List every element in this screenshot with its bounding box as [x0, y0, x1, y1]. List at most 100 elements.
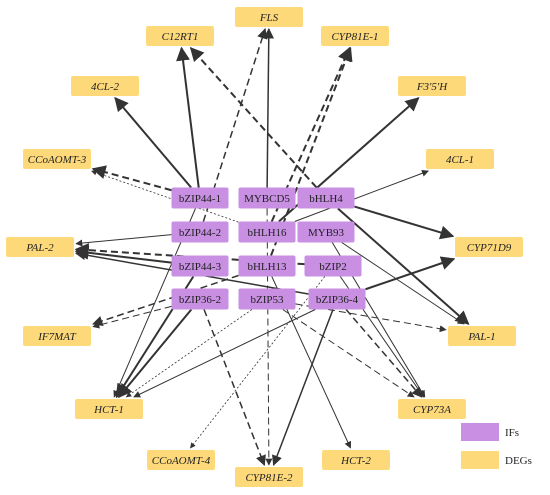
- edge-bHLH16-to-4CL-1: [294, 169, 429, 222]
- deg-node-CYP81E-1: CYP81E-1: [321, 26, 389, 46]
- node-label: CCoAOMT-4: [152, 455, 211, 467]
- node-label: HCT-2: [340, 455, 371, 467]
- legend-label: DEGs: [505, 455, 532, 467]
- node-label: PAL-1: [467, 331, 495, 343]
- deg-node-PAL-1: PAL-1: [448, 326, 516, 346]
- node-label: CCoAOMT-3: [28, 154, 87, 166]
- node-label: bZIP44-3: [179, 261, 222, 273]
- node-box: [23, 149, 91, 169]
- edge-bHLH4-to-CYP71D9: [354, 205, 455, 240]
- edge-bHLH13-to-IF7MAT: [92, 274, 239, 326]
- node-box: [71, 76, 139, 96]
- node-box: [426, 149, 494, 169]
- node-label: bZIP2: [319, 261, 347, 273]
- if-node-bZIP36-2: bZIP36-2: [171, 288, 229, 310]
- node-label: 4CL-2: [91, 81, 120, 93]
- legend-label: IFs: [505, 427, 519, 439]
- node-box: [235, 467, 303, 487]
- node-label: C12RT1: [162, 31, 199, 43]
- node-label: bZIP36-4: [316, 294, 359, 306]
- deg-node-CCoAOMT-3: CCoAOMT-3: [23, 149, 91, 169]
- deg-node-4CL-1: 4CL-1: [426, 149, 494, 169]
- node-box: [146, 26, 214, 46]
- deg-node-4CL-2: 4CL-2: [71, 76, 139, 96]
- node-label: CYP73A: [413, 404, 451, 416]
- node-box: [238, 288, 296, 310]
- node-label: bZIP44-1: [179, 193, 221, 205]
- node-box: [23, 326, 91, 346]
- node-box: [304, 255, 362, 277]
- if-node-bHLH16: bHLH16: [238, 221, 296, 243]
- edge-bZIP53-to-HCT-1: [125, 309, 253, 398]
- if-node-bHLH13: bHLH13: [238, 255, 296, 277]
- node-box: [235, 7, 303, 27]
- deg-node-HCT-1: HCT-1: [75, 399, 143, 419]
- edge-bZIP44-2-to-PAL-2: [75, 234, 172, 247]
- node-layer: FLS C12RT1 CYP81E-1 4CL-2 F3'5'H CCoAOMT-3 4CL…: [6, 7, 523, 487]
- node-box: [6, 237, 74, 257]
- if-node-MYB93: MYB93: [297, 221, 355, 243]
- node-label: bHLH4: [309, 193, 343, 205]
- node-label: F3'5'H: [416, 81, 448, 93]
- node-box: [398, 399, 466, 419]
- edge-bZIP36-4-to-CYP71D9: [365, 256, 456, 291]
- node-box: [171, 288, 229, 310]
- node-box: [322, 450, 390, 470]
- node-label: HCT-1: [93, 404, 124, 416]
- deg-node-IF7MAT: IF7MAT: [23, 326, 91, 346]
- node-box: [171, 255, 229, 277]
- node-box: [171, 187, 229, 209]
- edge-bZIP36-2-to-IF7MAT: [92, 305, 172, 329]
- node-label: bZIP44-2: [179, 227, 221, 239]
- node-box: [171, 221, 229, 243]
- node-box: [75, 399, 143, 419]
- node-box: [238, 187, 296, 209]
- edge-bZIP44-3-to-PAL-2: [74, 245, 172, 264]
- deg-node-PAL-2: PAL-2: [6, 237, 74, 257]
- edge-bHLH16-to-CYP81E-1: [270, 46, 351, 222]
- legend-item-if: IFs: [461, 423, 519, 441]
- edge-bZIP36-2-to-HCT-1: [118, 308, 193, 399]
- node-box: [297, 221, 355, 243]
- node-label: IF7MAT: [37, 331, 76, 343]
- deg-node-FLS: FLS: [235, 7, 303, 27]
- if-node-bZIP44-1: bZIP44-1: [171, 187, 229, 209]
- if-node-bHLH4: bHLH4: [297, 187, 355, 209]
- legend-swatch: [461, 423, 499, 441]
- deg-node-HCT-2: HCT-2: [322, 450, 390, 470]
- if-node-bZIP2: bZIP2: [304, 255, 362, 277]
- edge-MYB93-to-PAL-1: [341, 242, 465, 325]
- deg-node-CYP81E-2: CYP81E-2: [235, 467, 303, 487]
- if-node-bZIP36-4: bZIP36-4: [308, 288, 366, 310]
- edge-MYBCD5-to-CYP81E-2: [265, 208, 273, 466]
- edge-bHLH16-to-CCoAOMT-3: [90, 170, 239, 223]
- node-label: FLS: [259, 12, 279, 24]
- edge-bZIP36-2-to-CYP81E-2: [203, 309, 266, 466]
- deg-node-CYP71D9: CYP71D9: [455, 237, 523, 257]
- node-box: [321, 26, 389, 46]
- node-label: bZIP36-2: [179, 294, 221, 306]
- node-label: CYP71D9: [467, 242, 512, 254]
- deg-node-F3'5'H: F3'5'H: [398, 76, 466, 96]
- edge-bZIP36-4-to-HCT-1: [133, 309, 316, 398]
- deg-node-CYP73A: CYP73A: [398, 399, 466, 419]
- node-label: PAL-2: [25, 242, 54, 254]
- node-label: MYBCD5: [244, 193, 290, 205]
- node-box: [238, 255, 296, 277]
- edge-bHLH4-to-PAL-1: [337, 207, 470, 325]
- edge-bZIP44-1-to-CCoAOMT-3: [91, 165, 172, 192]
- edge-bHLH4-to-C12RT1: [189, 46, 318, 189]
- edge-MYBCD5-to-FLS: [263, 27, 275, 188]
- legend-swatch: [461, 451, 499, 469]
- node-label: bHLH13: [247, 261, 287, 273]
- edge-bHLH13-to-CYP81E-1: [270, 46, 353, 256]
- node-label: CYP81E-2: [245, 472, 293, 484]
- deg-node-CCoAOMT-4: CCoAOMT-4: [147, 450, 215, 470]
- node-box: [297, 187, 355, 209]
- if-node-bZIP53: bZIP53: [238, 288, 296, 310]
- node-label: MYB93: [308, 227, 345, 239]
- edge-bZIP36-4-to-CYP73A: [345, 309, 423, 398]
- deg-node-C12RT1: C12RT1: [146, 26, 214, 46]
